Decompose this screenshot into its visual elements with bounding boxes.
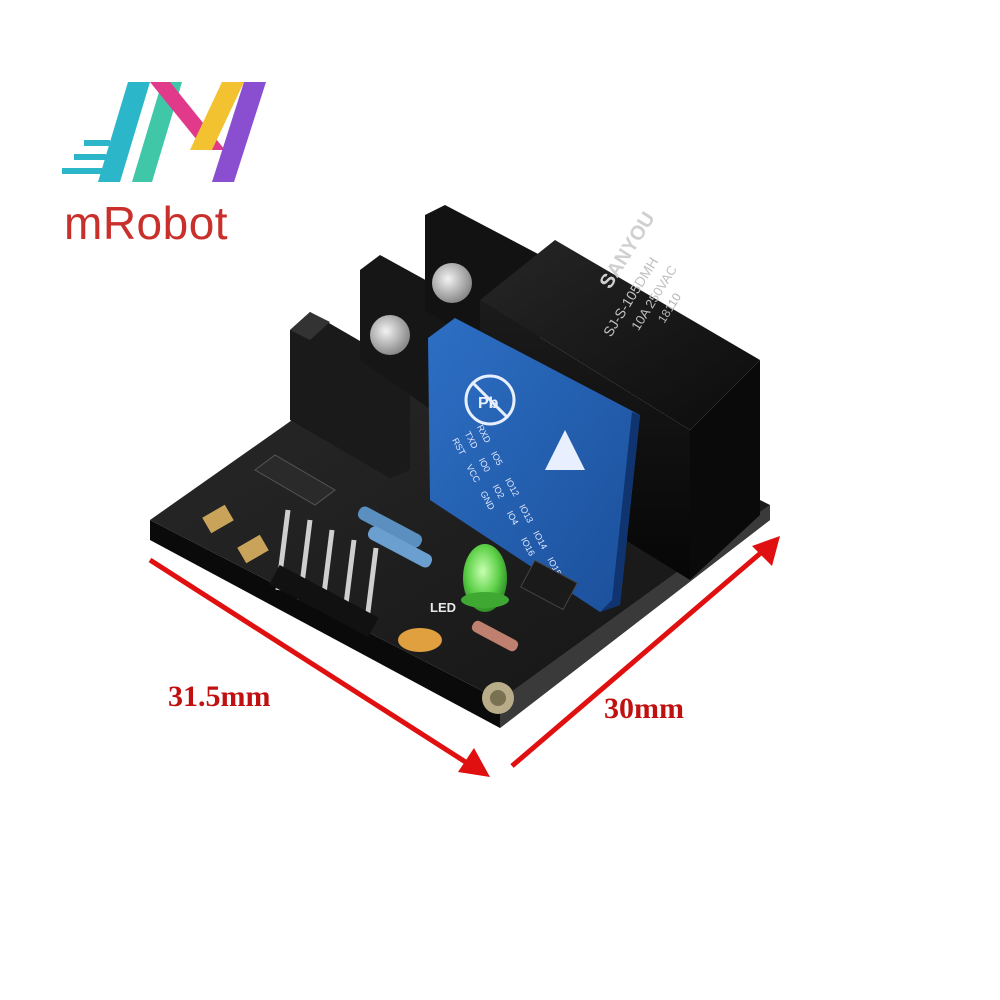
led-label: LED <box>430 600 456 615</box>
lead-free-icon <box>464 374 516 426</box>
dimension-arrows <box>148 536 780 777</box>
relay: SANYOU SJ-S-105DMH 10A 250VAC 18110 <box>480 208 760 580</box>
resistor <box>367 526 433 568</box>
terminal-screw <box>432 263 472 303</box>
smd-capacitor <box>202 504 234 534</box>
depth-dimension-label: 30mm <box>604 692 684 725</box>
resistor <box>357 506 423 548</box>
transistor <box>520 559 578 611</box>
screw-terminal <box>290 205 540 478</box>
module-logo-text: Pb <box>478 395 499 412</box>
voltage-regulator <box>254 454 336 506</box>
arrow-head <box>458 748 490 777</box>
arrow-head <box>752 536 780 566</box>
smd-capacitor <box>237 534 269 564</box>
esd-warning-icon <box>545 430 585 470</box>
ceramic-capacitor <box>398 628 442 652</box>
wifi-module: Pb RST VCC GND TXD IO0 IO2 IO4 RXD IO5 I… <box>428 318 640 612</box>
terminal-screw <box>370 315 410 355</box>
width-dimension-label: 31.5mm <box>168 680 271 713</box>
mrobot-logo-icon <box>62 82 266 182</box>
components: LED <box>202 454 578 652</box>
diode <box>471 620 519 652</box>
header-base <box>269 564 379 638</box>
brand-logo-text: mRobot <box>64 197 229 249</box>
